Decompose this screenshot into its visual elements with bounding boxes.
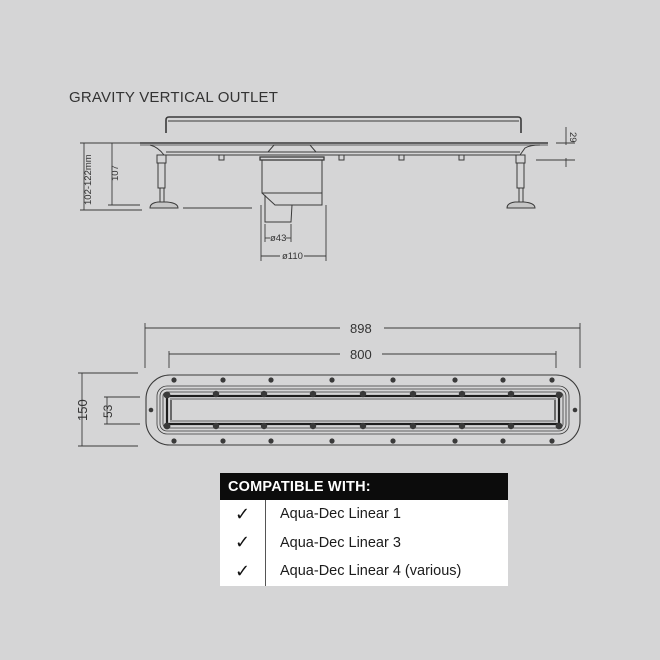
compatibility-list: ✓ Aqua-Dec Linear 1 ✓ Aqua-Dec Linear 3 … — [220, 500, 508, 586]
compatibility-heading: COMPATIBLE WITH: — [220, 473, 508, 500]
check-icon: ✓ — [234, 560, 251, 582]
dim-overall-length: 898 — [350, 321, 372, 336]
dim-flange: 29 — [567, 132, 578, 143]
dim-height: 107 — [110, 165, 121, 181]
dim-outlet-inner: ø43 — [270, 233, 286, 244]
column-divider — [265, 500, 266, 586]
check-icon: ✓ — [234, 532, 251, 554]
list-item: ✓ Aqua-Dec Linear 3 — [220, 529, 508, 558]
compatibility-table: COMPATIBLE WITH: ✓ Aqua-Dec Linear 1 ✓ A… — [220, 473, 508, 586]
compatible-product: Aqua-Dec Linear 3 — [280, 534, 401, 551]
dim-height-range: 102-122mm — [83, 154, 94, 205]
top-view-drawing — [145, 374, 581, 446]
top-view-dimensions — [78, 323, 581, 447]
dim-overall-width: 150 — [75, 399, 90, 421]
diagram-title: GRAVITY VERTICAL OUTLET — [69, 89, 279, 106]
top-view-fixings — [148, 377, 578, 444]
side-view-drawing — [140, 116, 548, 223]
compatible-product: Aqua-Dec Linear 1 — [280, 506, 401, 523]
dim-outlet-outer: ø110 — [282, 251, 303, 262]
compatible-product: Aqua-Dec Linear 4 (various) — [280, 563, 462, 580]
check-icon: ✓ — [234, 503, 251, 525]
list-item: ✓ Aqua-Dec Linear 1 — [220, 500, 508, 529]
side-view-dimensions — [80, 127, 575, 261]
list-item: ✓ Aqua-Dec Linear 4 (various) — [220, 557, 508, 586]
dim-channel-length: 800 — [350, 347, 372, 362]
dim-channel-width: 53 — [101, 404, 115, 418]
